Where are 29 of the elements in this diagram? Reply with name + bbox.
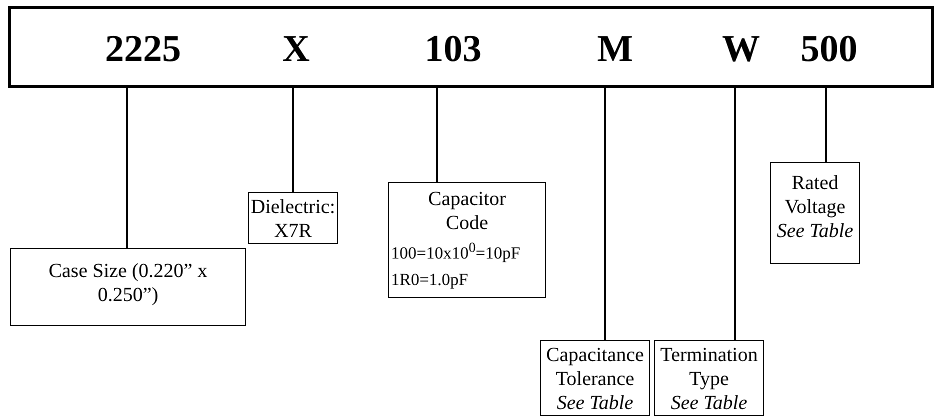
leader-line (436, 88, 438, 182)
description-text: Termination Type (659, 343, 759, 391)
part-code: W (722, 27, 760, 71)
see-table-note: See Table (556, 391, 634, 415)
part-code: X (282, 27, 310, 71)
description-box (388, 182, 546, 298)
part-code: M (597, 27, 633, 71)
description-text: Capacitance Tolerance (545, 343, 645, 391)
description-box (540, 340, 650, 416)
code-example: 100=10x10$^{0}$=10pF (390, 239, 522, 265)
description-text: Rated Voltage (784, 171, 846, 219)
see-table-note: See Table (776, 219, 854, 243)
description-text: Dielectric: X7R (250, 195, 336, 243)
description-box (770, 162, 860, 264)
code-example: 1R0=1.0pF (390, 268, 470, 291)
description-text: Capacitor Code (427, 187, 507, 235)
see-table-note: See Table (670, 391, 748, 415)
description-text: Case Size (0.220” x 0.250”) (48, 259, 208, 307)
leader-line (126, 88, 128, 248)
part-code: 500 (800, 27, 858, 71)
part-code: 2225 (105, 27, 181, 71)
leader-line (825, 88, 827, 162)
part-code: 103 (424, 27, 482, 71)
part-number-bar (8, 6, 934, 88)
leader-line (734, 88, 736, 340)
leader-line (604, 88, 606, 340)
leader-line (292, 88, 294, 192)
description-box (10, 248, 246, 326)
description-box (654, 340, 764, 416)
